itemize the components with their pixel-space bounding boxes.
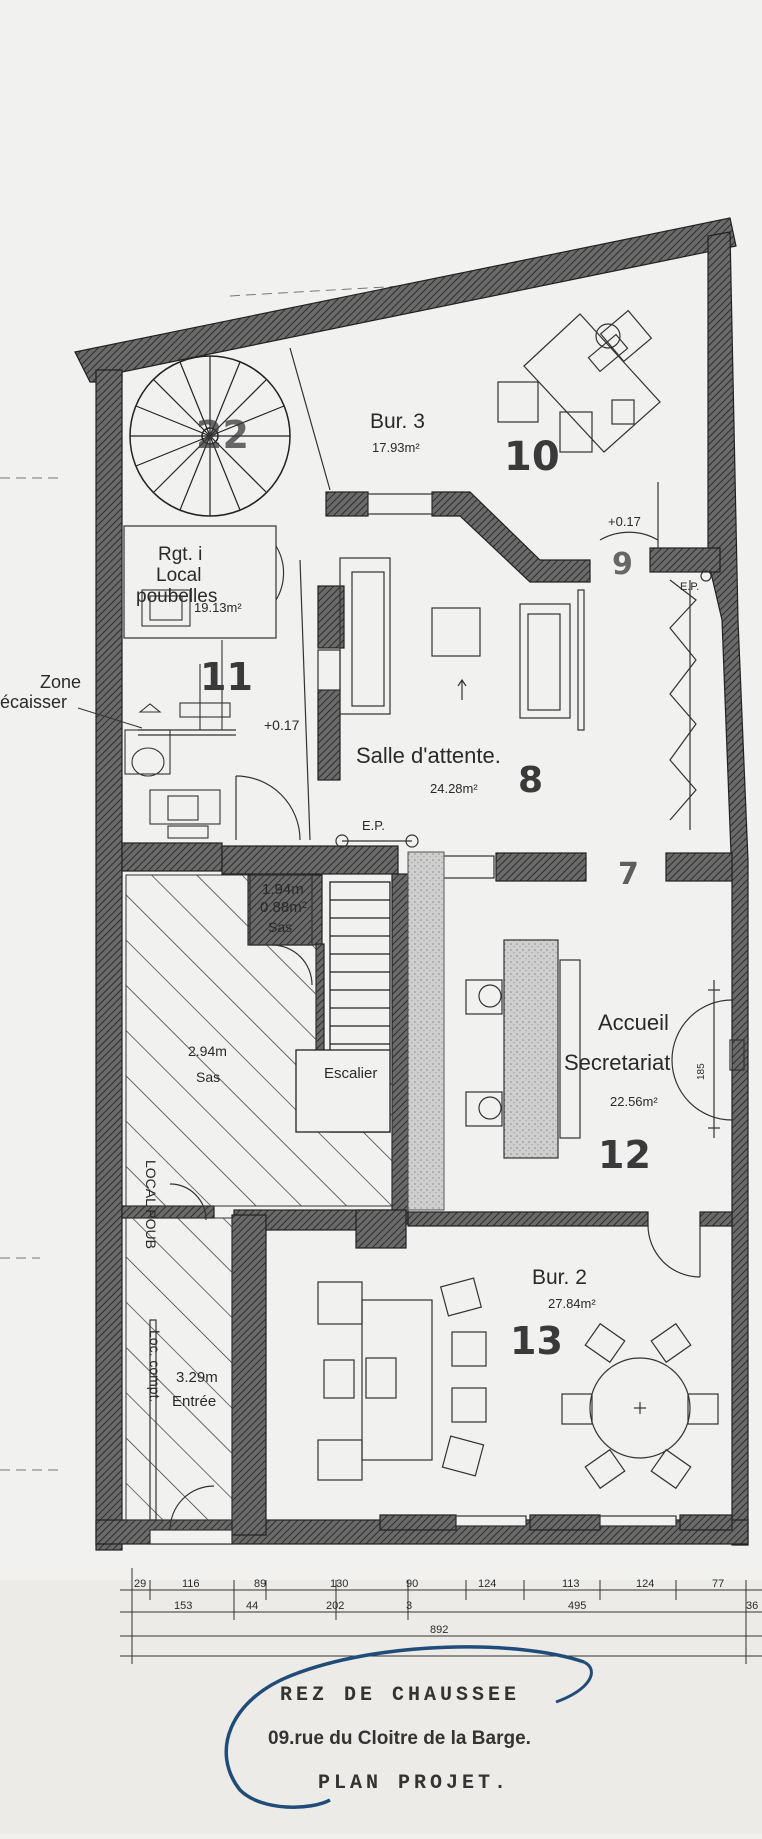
dim-text: 202	[326, 1600, 344, 1612]
room-area-bur2: 27.84m²	[548, 1296, 596, 1311]
dim-text: 113	[562, 1578, 580, 1590]
dim-text: 36	[746, 1600, 758, 1612]
door-number-7: 7	[618, 857, 639, 892]
dim-text: 44	[246, 1600, 258, 1612]
dimension-row-1: 29 116 89 130 90 124 113 124 77	[134, 1578, 724, 1590]
entrance-name: Entrée	[172, 1393, 216, 1410]
waiting-room-furniture	[335, 557, 712, 848]
room-name-local-1: Rgt. i	[158, 544, 202, 565]
level-marker-2: +0.17	[264, 717, 300, 733]
dim-text: 153	[174, 1600, 192, 1612]
room-name-local-3: poubelles	[136, 586, 217, 607]
paper-footer	[0, 1580, 762, 1834]
dimension-row-2: 153 44 202 3 495 36	[174, 1600, 758, 1612]
sas-small-dim: 1.94m	[262, 881, 304, 898]
sas-large-name: Sas	[196, 1069, 220, 1085]
title-line-1: REZ DE CHAUSSEE	[280, 1684, 520, 1707]
dim-text: 89	[254, 1578, 266, 1590]
entrance-dim: 3.29m	[176, 1369, 218, 1386]
room-name-accueil-1: Accueil	[598, 1010, 669, 1035]
room-name-local-2: Local	[156, 565, 201, 586]
dim-text: 116	[182, 1578, 200, 1590]
dim-text: 124	[478, 1578, 496, 1590]
room-area-local: 19.13m²	[194, 600, 242, 615]
sas-small-area: 0.88m²	[260, 899, 307, 916]
room-name-bur2: Bur. 2	[532, 1266, 587, 1289]
ep-marker-1: E.P.	[362, 818, 385, 833]
ink-scribble	[224, 1645, 593, 1809]
walls	[74, 217, 749, 1551]
office3-furniture	[497, 309, 661, 453]
room-name-bur3: Bur. 3	[370, 410, 425, 433]
zone-label-2: écaisser	[0, 692, 67, 712]
dim-text: 90	[406, 1578, 418, 1590]
dim-text: 77	[712, 1578, 724, 1590]
room-number-bur2: 13	[510, 1319, 563, 1363]
dimension-total: 892	[430, 1624, 448, 1636]
sanitary-fixtures	[124, 589, 231, 839]
straight-stair	[295, 881, 391, 1133]
dim-text: 495	[568, 1600, 586, 1612]
sas-small-name: Sas	[268, 919, 292, 935]
room-number-local: 11	[200, 655, 253, 699]
title-line-3: PLAN PROJET.	[318, 1772, 510, 1795]
stair-number: 22	[196, 413, 249, 457]
reception-dimension: 185	[696, 1063, 707, 1080]
zone-leader-line	[77, 707, 143, 729]
stair-label: Escalier	[324, 1065, 377, 1082]
dim-text: 3	[406, 1600, 412, 1612]
windows	[149, 493, 677, 1545]
local-poub-label: LOCAL POUB	[143, 1160, 159, 1249]
dim-text: 124	[636, 1578, 654, 1590]
room-name-salle: Salle d'attente.	[356, 743, 501, 768]
room-area-salle: 24.28m²	[430, 781, 478, 796]
dim-text: 130	[330, 1578, 348, 1590]
room-number-salle: 8	[518, 760, 543, 801]
room-number-bur3: 10	[504, 434, 560, 480]
sas-large-dim: 2.94m	[188, 1043, 227, 1059]
dim-text: 29	[134, 1578, 146, 1590]
title-line-2: 09.rue du Cloitre de la Barge.	[268, 1728, 531, 1749]
room-area-accueil: 22.56m²	[610, 1094, 658, 1109]
ep-marker-2: E.P.	[680, 581, 699, 593]
zone-label-1: Zone	[40, 672, 81, 692]
room-name-accueil-2: Secretariat	[564, 1050, 670, 1075]
reception-furniture	[465, 939, 745, 1159]
office2-furniture	[149, 1277, 719, 1521]
room-area-bur3: 17.93m²	[372, 440, 420, 455]
loc-compt-label: Loc. compt.	[147, 1330, 163, 1402]
door-number-9: 9	[612, 547, 633, 582]
spiral-stair	[129, 355, 291, 517]
dimension-lines	[120, 1568, 762, 1664]
level-marker-9: +0.17	[608, 514, 641, 529]
room-number-accueil: 12	[598, 1133, 651, 1177]
